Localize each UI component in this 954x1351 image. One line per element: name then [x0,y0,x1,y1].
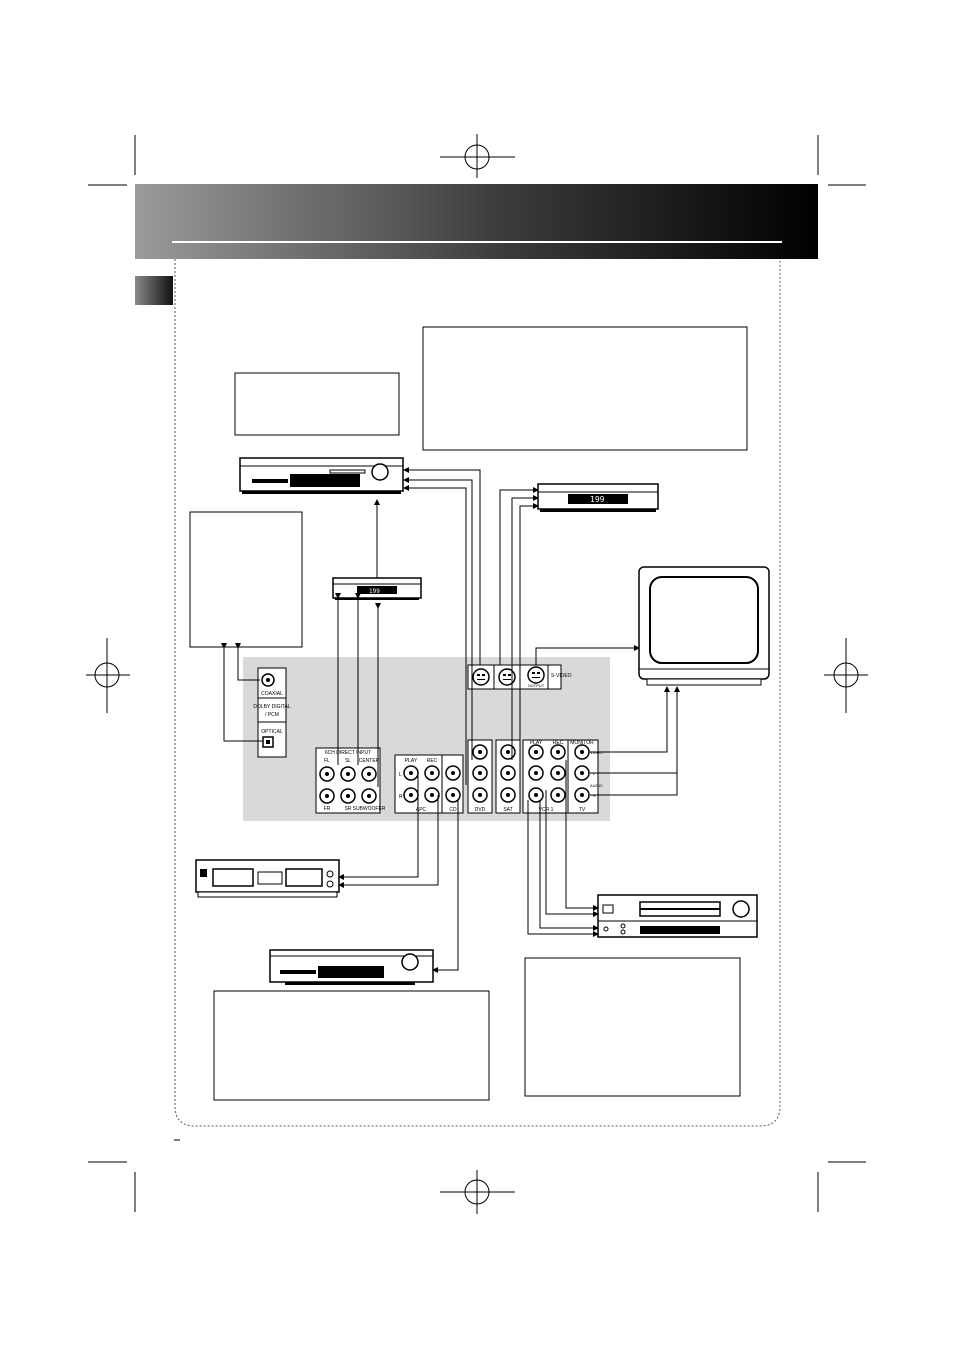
pcm-label: / PCM [265,712,279,718]
cassette-deck [195,859,340,898]
dvd-group-label: DVD [475,807,486,813]
decoder-box: 199 [332,577,422,600]
digital-audio-input-block: COAXIAL DOLBY DIGITAL / PCM OPTICAL [253,667,291,758]
svideo-output-label: OUTPUT [528,683,545,688]
direct-input-block: 6CH DIRECT INPUT FL SL CENTER FR SR SUBW… [315,747,386,814]
jack-label-sl: SL [345,758,351,764]
direct-input-header: 6CH DIRECT INPUT [325,750,371,756]
apc-rec-label: REC [427,758,438,764]
television [638,566,770,686]
content-frame [174,259,781,1127]
jack-label-subwoofer: SUBWOOFER [353,806,386,812]
video-input-block: PLAY REC MONITOR VIDEO L AUDIO R DVD SAT… [467,739,603,814]
section-tab [135,276,173,305]
svideo-jacks[interactable] [472,666,545,686]
apc-cd-block: L R PLAY REC APC CD [394,754,464,814]
registration-mark-right [824,638,868,713]
jack-label-sr: SR [345,806,352,812]
svideo-label: S-VIDEO [551,673,572,679]
jack-label-fr: FR [324,806,331,812]
connection-cables [221,467,680,973]
monitor-label: MONITOR [570,740,594,746]
cd-player [269,949,434,985]
callout-box-bottom-right [524,957,741,1097]
jack-label-fl: FL [324,758,330,764]
callout-box-top-right [422,326,748,451]
callout-box-left [189,511,303,648]
optical-label: OPTICAL [261,729,283,735]
audio-side-label: AUDIO [590,783,603,788]
vcr [597,894,758,938]
crop-marks [88,135,866,1212]
jack-label-center: CENTER [359,758,380,764]
callout-box-top-left [234,372,400,436]
tv-group-label: TV [579,807,586,813]
row-label-l: L [399,772,402,778]
registration-mark-top [440,134,515,178]
sat-group-label: SAT [503,807,512,813]
registration-mark-left [86,638,130,713]
dolby-digital-label: DOLBY DIGITAL [253,704,291,710]
vcr-play-label: PLAY [530,740,543,746]
callout-box-bottom-left [213,990,490,1101]
apc-play-label: PLAY [405,758,418,764]
coaxial-label: COAXIAL [261,691,283,697]
decoder-display: 199 [369,588,380,595]
dvd-player [239,457,404,494]
vcr-rec-label: REC [553,740,564,746]
cd-group-label: CD [449,807,457,813]
row-label-r: R [399,794,403,800]
registration-mark-bottom [440,1170,515,1214]
svideo-block: OUTPUT S-VIDEO [467,664,572,690]
apc-group-label: APC [416,807,427,813]
satellite-receiver: 199 [537,483,659,512]
header-bar [135,184,818,259]
sat-receiver-display: 199 [590,495,605,504]
